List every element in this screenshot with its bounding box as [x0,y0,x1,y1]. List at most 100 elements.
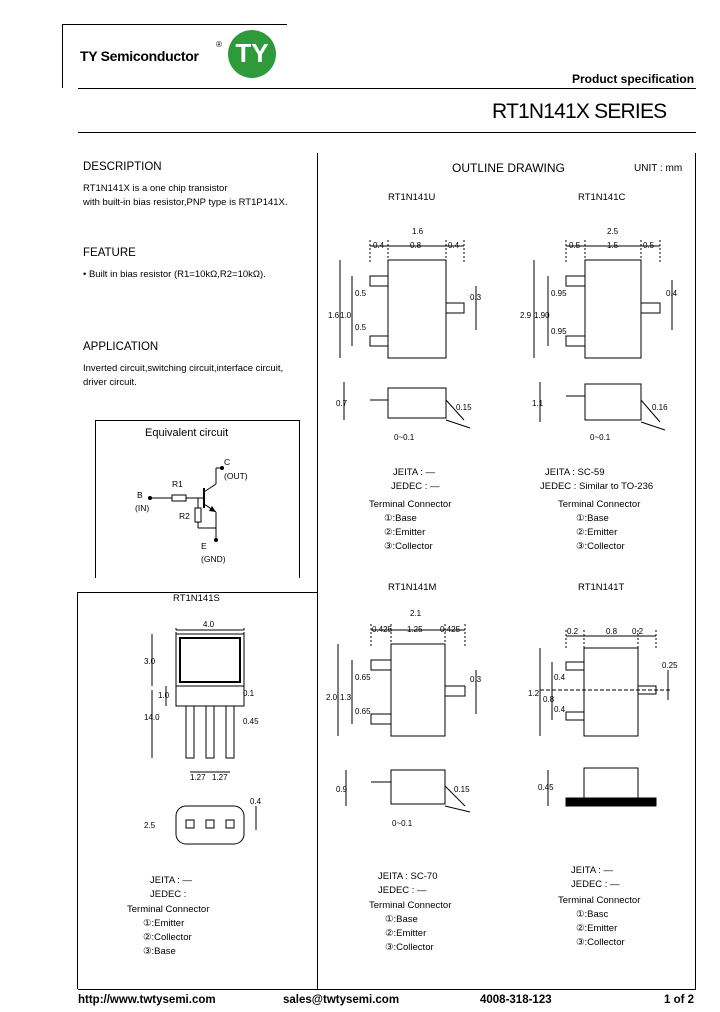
pkg-s-terminal-1: ①:Emitter [143,918,185,929]
pkg-m-dim-e: 2.0 [326,693,338,702]
circuit-r1-label: R1 [172,479,183,489]
pkg-u-dim-a: 0.4 [373,241,385,250]
pkg-s-dim-width: 4.0 [203,620,215,629]
outline-title: OUTLINE DRAWING [452,161,565,175]
pkg-m-dim-d: 0.3 [470,675,482,684]
equivalent-circuit-title: Equivalent circuit [145,427,229,439]
header-rule [78,88,696,89]
pkg-m-dim-i: 0.9 [336,785,348,794]
pkg-u-name: RT1N141U [388,192,436,203]
pkg-c-dim-f: 1.90 [534,311,550,320]
pkg-t-terminal-1: ①:Basc [576,909,609,920]
description-heading: DESCRIPTION [83,161,162,173]
pkg-u-dim-f: 1.0 [340,311,352,320]
registered-mark: ® [216,40,222,49]
pkg-c-terminal-2: ②:Emitter [576,527,618,538]
pkg-m-dim-j: 0.15 [454,785,470,794]
pkg-c-dim-width: 2.5 [607,227,619,236]
circuit-r2-label: R2 [179,511,190,521]
description-line2: with built-in bias resistor,PNP type is … [83,197,288,208]
pkg-t-dim-f: 0.8 [543,695,555,704]
pkg-t-dim-e: 1.2 [528,689,540,698]
pkg-u-dim-i: 0.7 [336,399,348,408]
pkg-m-name: RT1N141M [388,582,437,593]
pkg-u-terminal-1: ①:Base [384,513,417,524]
pkg-s-dim-depth: 2.5 [144,821,156,830]
pkg-m-dim-k: 0~0.1 [392,819,413,828]
pkg-m-terminal-2: ②:Emitter [385,928,427,939]
circuit-b-note: (IN) [135,503,150,513]
pkg-t-dim-b: 0.8 [606,627,618,636]
pkg-c-jedec: JEDEC : Similar to TO-236 [540,481,654,492]
series-title: RT1N141X SERIES [492,100,667,123]
pkg-m-dim-f: 1.3 [340,693,352,702]
pkg-m-dim-c: 0.425 [440,625,461,634]
feature-line1: • Built in bias resistor (R1=10kΩ,R2=10k… [83,269,266,280]
pkg-c-name: RT1N141C [578,192,626,203]
pkg-c-dim-k: 0~0.1 [590,433,611,442]
pkg-c-dim-j: 0.16 [652,403,668,412]
pkg-c-dim-e: 2.9 [520,311,532,320]
application-line2: driver circuit. [83,377,137,388]
company-name: TY Semiconductor [80,48,199,64]
pkg-t-dim-g: 0.4 [554,673,566,682]
pkg-m-dim-b: 1.25 [407,625,423,634]
circuit-e-note: (GND) [201,554,226,564]
pkg-u-dim-k: 0~0.1 [394,433,415,442]
pkg-s-dim-shoulder: 1.0 [158,691,170,700]
company-logo: TY [228,30,276,78]
doc-type: Product specification [572,72,695,86]
footer-page: 1 of 2 [664,994,695,1006]
circuit-e-label: E [201,541,207,551]
pkg-c-dim-h: 0.95 [551,327,567,336]
equivalent-circuit-box [95,420,300,578]
pkg-t-jedec: JEDEC : — [571,879,620,890]
pkg-c-dim-g: 0.95 [551,289,567,298]
footer-url[interactable]: http://www.twtysemi.com [78,994,216,1006]
footer-phone: 4008-318-123 [480,994,552,1006]
pkg-u-dim-j: 0.15 [456,403,472,412]
pkg-s-dim-pitch2: 1.27 [212,773,228,782]
pkg-s-dim-thick: 0.1 [243,689,255,698]
pkg-u-terminal-title: Terminal Connector [369,499,452,510]
pkg-t-name: RT1N141T [578,582,625,593]
pkg-m-terminal-title: Terminal Connector [369,900,452,911]
circuit-c-note: (OUT) [224,471,248,481]
pkg-u-dim-width: 1.6 [412,227,424,236]
pkg-t-terminal-2: ②:Emitter [576,923,618,934]
pkg-c-dim-a: 0.5 [569,241,581,250]
right-panel-box [317,153,696,989]
pkg-m-jeita: JEITA : SC-70 [378,871,438,882]
pkg-t-dim-d: 0.25 [662,661,678,670]
description-line1: RT1N141X is a one chip transistor [83,183,228,194]
outline-unit: UNIT : mm [634,163,683,174]
pkg-t-dim-i: 0.45 [538,783,554,792]
pkg-u-terminal-3: ③:Collector [384,541,433,552]
pkg-s-dim-lead: 14.0 [144,713,160,722]
footer-email[interactable]: sales@twtysemi.com [283,994,400,1006]
pkg-s-dim-top: 0.4 [250,797,262,806]
logo-text: TY [235,38,269,68]
feature-heading: FEATURE [83,247,136,259]
pkg-u-dim-e: 1.6 [328,311,340,320]
pkg-t-jeita: JEITA : — [571,865,614,876]
header-box [62,24,287,88]
pkg-m-dim-a: 0.425 [372,625,393,634]
pkg-t-dim-h: 0.4 [554,705,566,714]
pkg-s-jedec: JEDEC : [150,889,187,900]
pkg-s-dim-pitch1: 1.27 [190,773,206,782]
footer-rule [78,989,696,990]
pkg-s-terminal-3: ③:Base [143,946,176,957]
pkg-u-dim-b: 0.8 [410,241,422,250]
pkg-u-dim-d: 0.3 [470,293,482,302]
pkg-t-dim-a: 0.2 [567,627,579,636]
circuit-b-label: B [137,490,143,500]
pkg-t-terminal-title: Terminal Connector [558,895,641,906]
application-heading: APPLICATION [83,341,159,353]
pkg-s-name: RT1N141S [173,593,220,604]
s-package-box [77,592,318,989]
